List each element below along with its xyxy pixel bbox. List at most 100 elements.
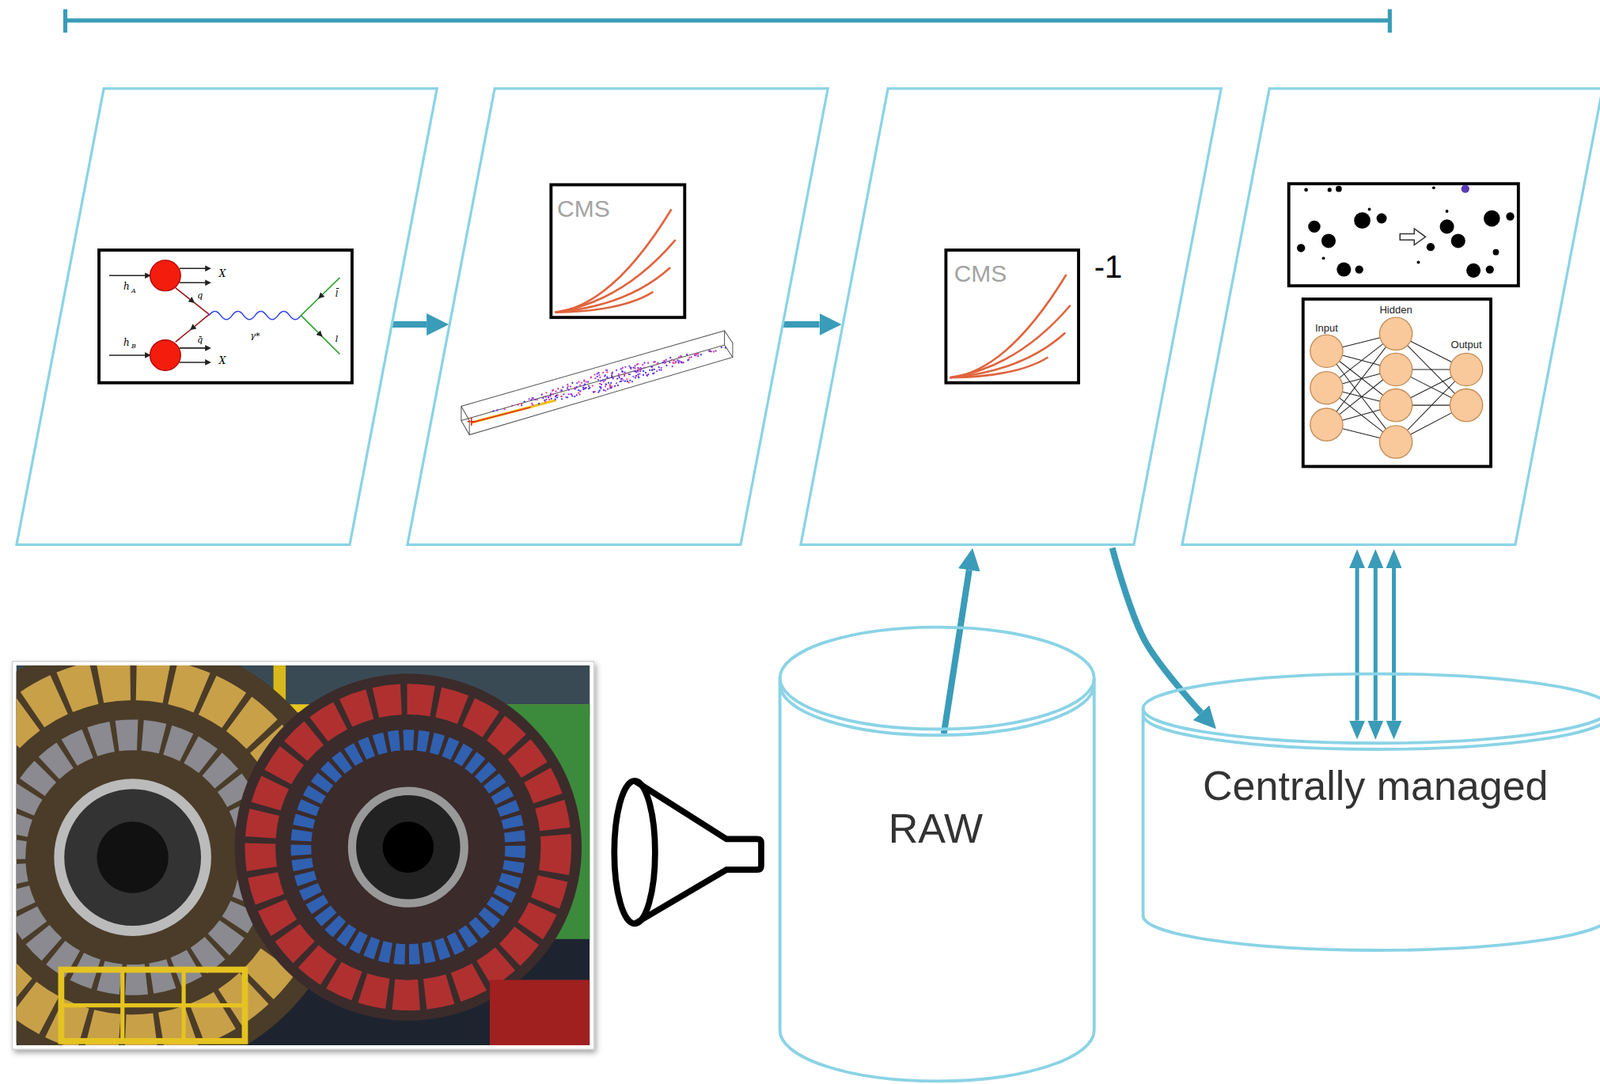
event-display xyxy=(672,360,675,362)
event-display xyxy=(623,371,626,373)
particle-label: γ* xyxy=(250,331,260,341)
neural-network-figure xyxy=(1379,425,1412,459)
neural-network-figure xyxy=(1449,388,1483,421)
event-display xyxy=(594,377,596,380)
event-display xyxy=(665,359,668,361)
event-display xyxy=(560,389,562,391)
event-display xyxy=(554,390,557,392)
event-display xyxy=(548,398,550,401)
storage-cylinder: RAW xyxy=(777,625,1096,1084)
event-display xyxy=(643,366,645,368)
event-display xyxy=(648,369,651,372)
track-figure xyxy=(555,239,676,313)
event-display xyxy=(578,393,581,395)
feynman-diagram xyxy=(179,268,209,270)
subscript-label: B xyxy=(131,343,137,350)
event-display xyxy=(682,361,685,364)
feynman-diagram xyxy=(179,347,209,349)
event-display xyxy=(653,368,656,371)
event-display xyxy=(582,386,584,389)
event-display xyxy=(560,389,562,391)
event-display xyxy=(461,330,733,436)
event-display xyxy=(628,381,630,383)
event-display xyxy=(492,409,494,412)
neural-network-figure xyxy=(1379,388,1412,421)
event-display xyxy=(530,402,533,405)
event-display xyxy=(645,374,648,376)
event-display xyxy=(566,386,569,389)
event-display xyxy=(605,383,607,386)
clustering-figure xyxy=(1322,256,1326,260)
event-display xyxy=(593,373,596,376)
clustering-figure xyxy=(1493,249,1500,256)
event-display xyxy=(626,380,629,383)
event-display xyxy=(652,372,654,375)
event-display xyxy=(569,393,572,395)
event-display xyxy=(561,386,564,388)
panel-outline xyxy=(799,87,1223,546)
event-display xyxy=(621,367,624,369)
event-display xyxy=(590,376,592,379)
event-display xyxy=(669,356,672,359)
event-display xyxy=(604,374,607,376)
event-display xyxy=(629,379,631,382)
funnel-symbol xyxy=(614,781,762,925)
detector-photo xyxy=(382,821,434,873)
event-display xyxy=(633,364,636,367)
event-display xyxy=(591,384,594,387)
event-display xyxy=(549,395,551,398)
neural-network-figure xyxy=(1310,317,1483,459)
detector-photo xyxy=(235,673,582,1021)
event-display xyxy=(511,404,513,406)
event-display xyxy=(615,382,618,384)
event-display xyxy=(714,349,717,352)
event-display xyxy=(618,373,620,376)
event-display xyxy=(588,386,591,389)
event-display xyxy=(549,392,552,395)
clustering-figure xyxy=(1355,265,1364,273)
clustering-figure xyxy=(1417,261,1421,265)
detector-photo xyxy=(16,735,256,981)
event-display xyxy=(604,390,607,392)
event-display xyxy=(573,395,576,398)
event-display xyxy=(644,371,647,374)
event-display xyxy=(582,388,584,391)
flow-arrow xyxy=(1355,568,1360,721)
storage-label: Centrally managed xyxy=(1202,765,1548,807)
event-display xyxy=(655,363,658,365)
event-display xyxy=(544,395,546,398)
flow-arrow xyxy=(1391,568,1396,721)
clustering-figure xyxy=(1466,263,1481,278)
detector-photo xyxy=(489,979,590,1046)
stage-panel: InputHiddenOutput xyxy=(1180,87,1600,546)
event-display xyxy=(560,389,562,391)
event-display xyxy=(621,377,623,380)
event-display xyxy=(663,362,666,364)
clustering-figure xyxy=(1461,184,1470,193)
detector-photo xyxy=(59,784,207,932)
event-display xyxy=(542,397,544,399)
feynman-diagram xyxy=(300,315,340,355)
event-display xyxy=(655,370,658,372)
event-display xyxy=(594,390,596,393)
clustering-figure xyxy=(1327,187,1332,192)
clustering-figure xyxy=(1296,185,1515,278)
neural-network-figure xyxy=(1303,299,1491,467)
neural-network-figure xyxy=(1310,408,1343,441)
event-display xyxy=(554,398,557,400)
stage-panel: CMS xyxy=(405,87,830,546)
event-display xyxy=(562,393,565,395)
feynman-diagram xyxy=(208,310,301,319)
event-display xyxy=(610,385,613,387)
clustering-figure xyxy=(1483,210,1501,228)
event-display xyxy=(636,371,639,373)
stage-panel: XhAqγ*q̄hBXl̄l xyxy=(15,87,439,546)
event-display xyxy=(665,364,668,367)
event-display xyxy=(583,380,585,383)
event-display xyxy=(606,388,609,391)
event-display xyxy=(504,408,506,410)
event-display xyxy=(720,346,723,349)
event-display xyxy=(628,365,630,368)
event-display xyxy=(697,352,699,355)
event-display xyxy=(587,385,590,387)
